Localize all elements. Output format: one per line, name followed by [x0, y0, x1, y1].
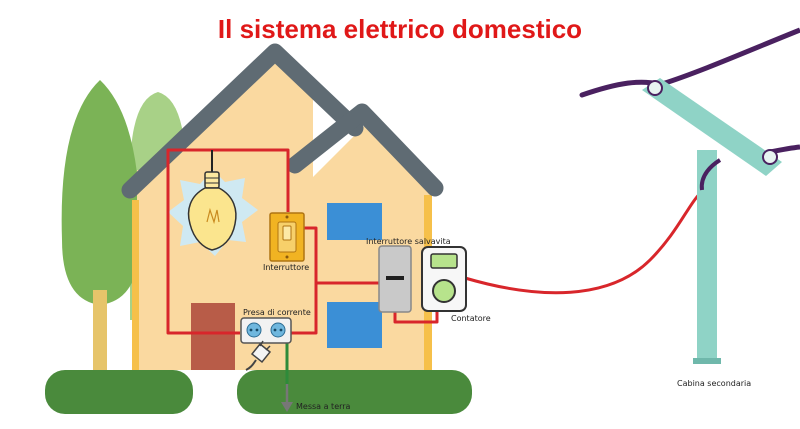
tree-trunk [93, 290, 107, 370]
house-right-gable [300, 125, 430, 190]
lawn-right [237, 370, 472, 414]
wire-switch-right [290, 226, 318, 335]
ground-label: Messa a terra [296, 402, 351, 411]
window-bottom [327, 302, 382, 348]
wire-breaker-meter [393, 310, 439, 324]
wire-to-pole [464, 188, 705, 295]
breaker-icon [378, 245, 412, 313]
breaker-label: Interruttore salvavita [366, 237, 451, 246]
wire-switch-top [212, 148, 290, 212]
lawn [45, 370, 472, 414]
roofs [121, 43, 444, 199]
switch-label: Interruttore [263, 263, 310, 272]
pole-crossarm [642, 78, 782, 176]
power-line-right-top [661, 27, 800, 87]
wire-main-loop [166, 148, 240, 335]
diagram-title: Il sistema elettrico domestico [217, 14, 583, 44]
socket-icon [240, 317, 292, 344]
house-left-trim [132, 200, 139, 370]
pole-base [693, 358, 721, 364]
pole-drop-line [699, 158, 722, 191]
tree-front [61, 80, 141, 305]
insulator-right [762, 149, 778, 165]
roof-right [286, 103, 444, 197]
door [191, 303, 235, 370]
switch-icon [269, 212, 305, 262]
ground-arrow-head [281, 402, 293, 412]
wiring [166, 148, 705, 335]
meter-label: Contatore [451, 314, 491, 323]
window-top [327, 203, 382, 240]
light-bulb-icon [187, 150, 237, 251]
meter-icon [421, 246, 467, 312]
roof-left [121, 43, 364, 199]
insulator-left [647, 80, 663, 96]
socket-label: Presa di corrente [243, 308, 311, 317]
pole-shaft [697, 150, 717, 362]
lawn-left [45, 370, 193, 414]
plug-icon [245, 340, 272, 371]
substation-label: Cabina secondaria [677, 379, 752, 388]
utility-pole [579, 27, 800, 364]
house-right [300, 125, 432, 370]
